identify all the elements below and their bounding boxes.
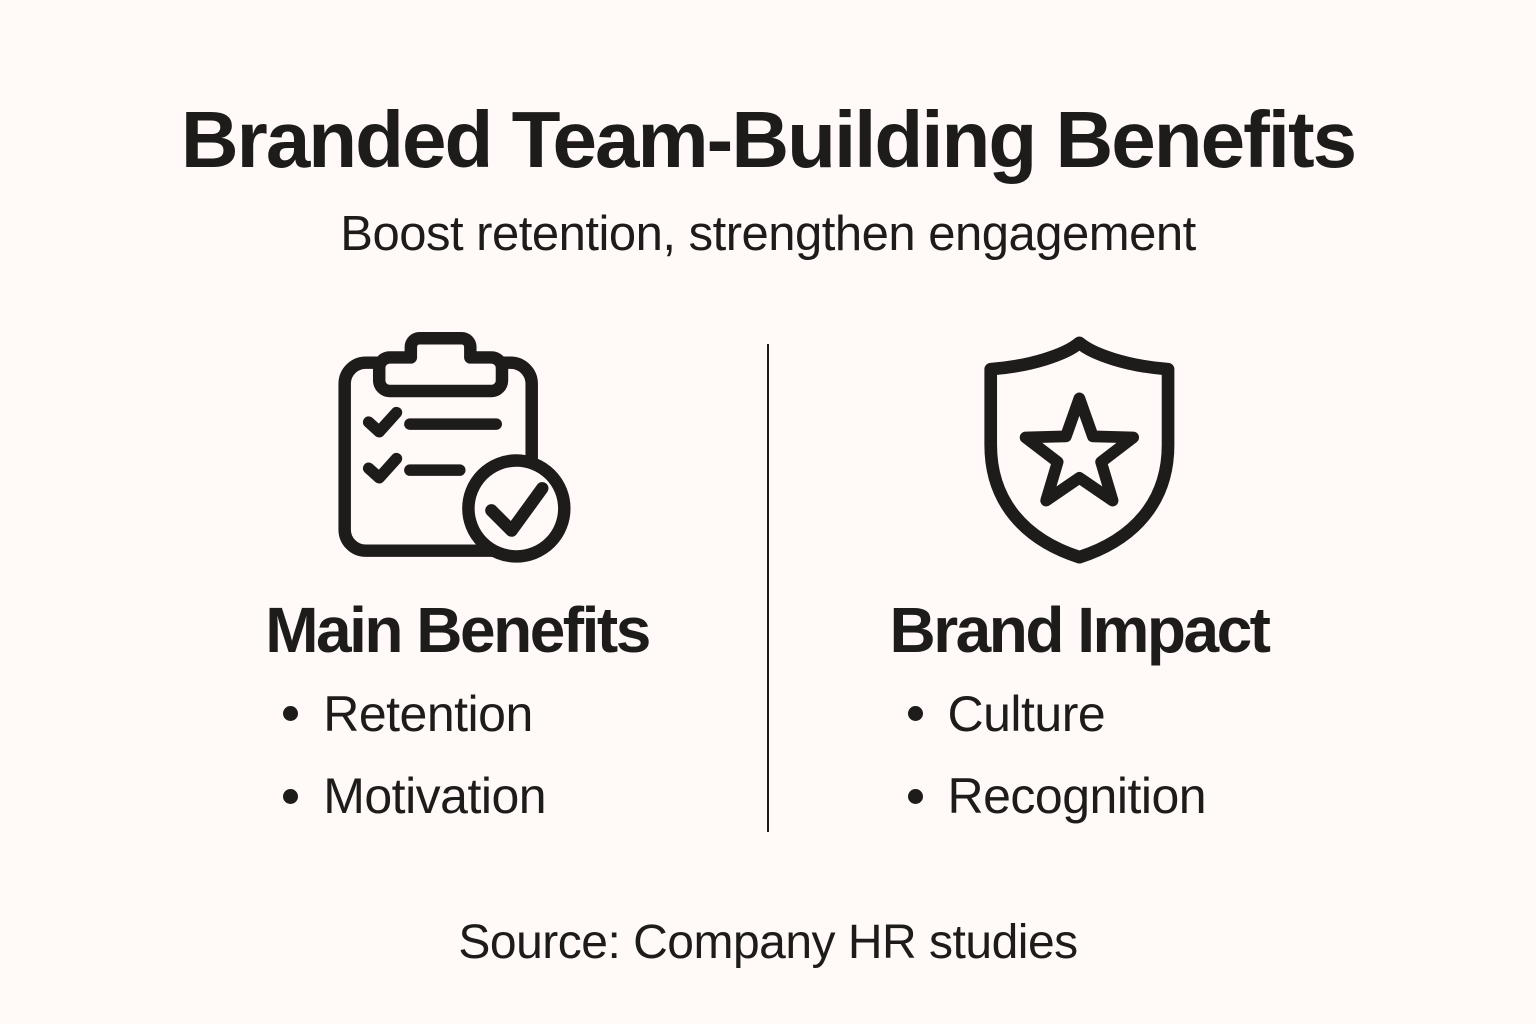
list-item-label: Culture: [947, 685, 1106, 742]
page-subtitle: Boost retention, strengthen engagement: [340, 207, 1196, 261]
brand-impact-text: Brand Impact Culture Recognition: [889, 567, 1271, 852]
brand-impact-column: Brand Impact Culture Recognition: [769, 332, 1389, 852]
benefits-columns: Main Benefits Retention Motivation: [147, 332, 1389, 852]
shield-star-icon: [980, 332, 1179, 567]
list-item-label: Retention: [323, 685, 533, 742]
main-benefits-column: Main Benefits Retention Motivation: [147, 332, 767, 852]
column-heading-brand-impact: Brand Impact: [889, 594, 1271, 667]
bullet-dot: [283, 706, 299, 722]
bullet-dot: [907, 706, 923, 722]
bullet-dot: [283, 788, 299, 804]
source-note: Source: Company HR studies: [458, 915, 1078, 969]
list-item-retention: Retention: [283, 688, 649, 741]
list-item-label: Recognition: [947, 768, 1207, 825]
list-item-culture: Culture: [907, 685, 1269, 742]
page-title: Branded Team-Building Benefits: [180, 95, 1357, 184]
vertical-divider: [767, 344, 769, 833]
brand-impact-list: Culture Recognition: [890, 688, 1269, 823]
main-benefits-list: Retention Motivation: [265, 688, 649, 823]
list-item-recognition: Recognition: [907, 768, 1269, 825]
list-item-motivation: Motivation: [283, 770, 649, 823]
bullet-dot: [907, 788, 923, 804]
list-item-label: Motivation: [323, 768, 547, 825]
column-heading-main-benefits: Main Benefits: [265, 594, 651, 667]
main-benefits-text: Main Benefits Retention Motivation: [265, 567, 651, 852]
clipboard-check-icon: [337, 332, 577, 567]
